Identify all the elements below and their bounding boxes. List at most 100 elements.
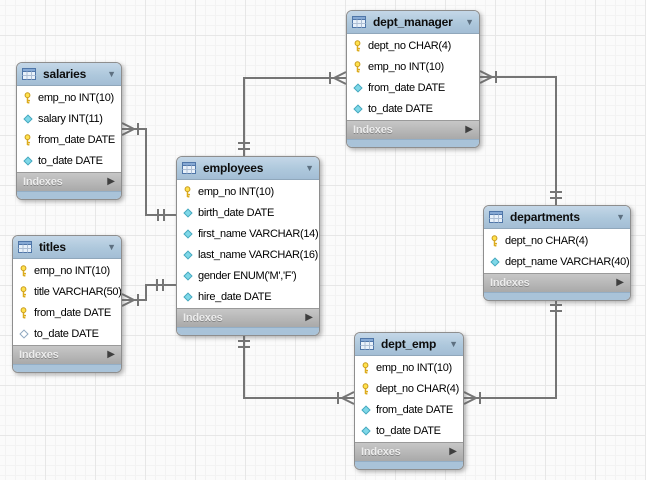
column-row[interactable]: from_date DATE	[17, 129, 121, 150]
table-header[interactable]: departments ▼	[484, 206, 630, 229]
diamond-icon	[359, 425, 372, 436]
column-label: to_date DATE	[376, 424, 441, 437]
indexes-section[interactable]: Indexes ▶	[177, 308, 319, 327]
expand-arrow-icon: ▶	[107, 176, 115, 187]
diamond-icon	[181, 249, 194, 260]
column-label: emp_no INT(10)	[368, 60, 444, 73]
column-label: dept_no CHAR(4)	[368, 39, 451, 52]
collapse-arrow-icon[interactable]: ▼	[449, 338, 458, 349]
column-label: emp_no INT(10)	[34, 264, 110, 277]
expand-arrow-icon: ▶	[107, 349, 115, 360]
table-departments[interactable]: departments ▼ dept_no CHAR(4) dept_name …	[483, 205, 631, 301]
collapse-arrow-icon[interactable]: ▼	[305, 162, 314, 173]
indexes-section[interactable]: Indexes ▶	[355, 442, 463, 461]
key-icon	[488, 234, 501, 247]
diamond-icon	[181, 207, 194, 218]
diamond-icon	[488, 256, 501, 267]
indexes-section[interactable]: Indexes ▶	[13, 345, 121, 364]
column-row[interactable]: dept_name VARCHAR(40)	[484, 251, 630, 272]
column-row[interactable]: emp_no INT(10)	[177, 181, 319, 202]
column-row[interactable]: birth_date DATE	[177, 202, 319, 223]
column-row[interactable]: from_date DATE	[13, 302, 121, 323]
indexes-section[interactable]: Indexes ▶	[347, 120, 479, 139]
key-icon	[351, 39, 364, 52]
diamond-icon	[351, 103, 364, 114]
collapse-arrow-icon[interactable]: ▼	[465, 16, 474, 27]
diamond-icon	[181, 228, 194, 239]
table-icon	[182, 162, 197, 174]
indexes-label: Indexes	[23, 176, 63, 188]
table-header[interactable]: salaries ▼	[17, 63, 121, 86]
table-employees[interactable]: employees ▼ emp_no INT(10) birth_date DA…	[176, 156, 320, 336]
column-row[interactable]: title VARCHAR(50)	[13, 281, 121, 302]
table-bottom-bar	[17, 191, 121, 199]
column-label: hire_date DATE	[198, 290, 272, 303]
table-titles[interactable]: titles ▼ emp_no INT(10) title VARCHAR(50…	[12, 235, 122, 373]
cardinality-one-ticks-icon	[156, 279, 164, 291]
column-label: to_date DATE	[34, 327, 99, 340]
key-icon	[21, 91, 34, 104]
diamond-icon	[21, 113, 34, 124]
table-dept-manager[interactable]: dept_manager ▼ dept_no CHAR(4) emp_no IN…	[346, 10, 480, 148]
key-icon	[17, 285, 30, 298]
column-row[interactable]: to_date DATE	[347, 98, 479, 119]
table-header[interactable]: dept_emp ▼	[355, 333, 463, 356]
table-icon	[22, 68, 37, 80]
relationship-dept-emp-employees[interactable]	[238, 333, 355, 405]
collapse-arrow-icon[interactable]: ▼	[107, 68, 116, 79]
diamond-icon	[351, 82, 364, 93]
table-header[interactable]: employees ▼	[177, 157, 319, 180]
expand-arrow-icon: ▶	[305, 312, 313, 323]
column-row[interactable]: salary INT(11)	[17, 108, 121, 129]
table-icon	[360, 338, 375, 350]
column-row[interactable]: to_date DATE	[13, 323, 121, 344]
cardinality-one-ticks-icon	[157, 209, 165, 221]
indexes-label: Indexes	[19, 349, 59, 361]
column-label: from_date DATE	[376, 403, 453, 416]
collapse-arrow-icon[interactable]: ▼	[616, 211, 625, 222]
column-row[interactable]: emp_no INT(10)	[355, 357, 463, 378]
table-header[interactable]: dept_manager ▼	[347, 11, 479, 34]
relationship-salaries-employees[interactable]	[121, 122, 176, 221]
column-label: title VARCHAR(50)	[34, 285, 122, 298]
relationship-dept-emp-departments[interactable]	[463, 298, 562, 405]
relationship-titles-employees[interactable]	[121, 279, 176, 307]
crows-foot-many-icon	[121, 122, 139, 136]
table-salaries[interactable]: salaries ▼ emp_no INT(10) salary INT(11)…	[16, 62, 122, 200]
column-row[interactable]: emp_no INT(10)	[17, 87, 121, 108]
cardinality-one-ticks-icon	[238, 340, 250, 348]
column-row[interactable]: gender ENUM('M','F')	[177, 265, 319, 286]
column-row[interactable]: dept_no CHAR(4)	[355, 378, 463, 399]
column-row[interactable]: emp_no INT(10)	[347, 56, 479, 77]
column-row[interactable]: from_date DATE	[355, 399, 463, 420]
collapse-arrow-icon[interactable]: ▼	[107, 241, 116, 252]
indexes-section[interactable]: Indexes ▶	[484, 273, 630, 292]
column-label: emp_no INT(10)	[198, 185, 274, 198]
column-label: emp_no INT(10)	[376, 361, 452, 374]
column-label: to_date DATE	[38, 154, 103, 167]
column-row[interactable]: to_date DATE	[17, 150, 121, 171]
column-row[interactable]: dept_no CHAR(4)	[484, 230, 630, 251]
cardinality-one-ticks-icon	[550, 304, 562, 312]
column-row[interactable]: dept_no CHAR(4)	[347, 35, 479, 56]
indexes-section[interactable]: Indexes ▶	[17, 172, 121, 191]
column-row[interactable]: to_date DATE	[355, 420, 463, 441]
column-row[interactable]: last_name VARCHAR(16)	[177, 244, 319, 265]
indexes-label: Indexes	[353, 124, 393, 136]
column-row[interactable]: hire_date DATE	[177, 286, 319, 307]
table-header[interactable]: titles ▼	[13, 236, 121, 259]
table-dept-emp[interactable]: dept_emp ▼ emp_no INT(10) dept_no CHAR(4…	[354, 332, 464, 470]
crows-foot-many-icon	[337, 391, 355, 405]
column-row[interactable]: emp_no INT(10)	[13, 260, 121, 281]
column-label: first_name VARCHAR(14)	[198, 227, 319, 240]
expand-arrow-icon: ▶	[616, 277, 624, 288]
column-row[interactable]: from_date DATE	[347, 77, 479, 98]
relationship-dept-manager-departments[interactable]	[479, 70, 562, 205]
key-icon	[17, 264, 30, 277]
table-title: titles	[39, 240, 66, 254]
relationship-dept-manager-employees[interactable]	[238, 71, 347, 156]
column-row[interactable]: first_name VARCHAR(14)	[177, 223, 319, 244]
table-title: dept_emp	[381, 337, 437, 351]
